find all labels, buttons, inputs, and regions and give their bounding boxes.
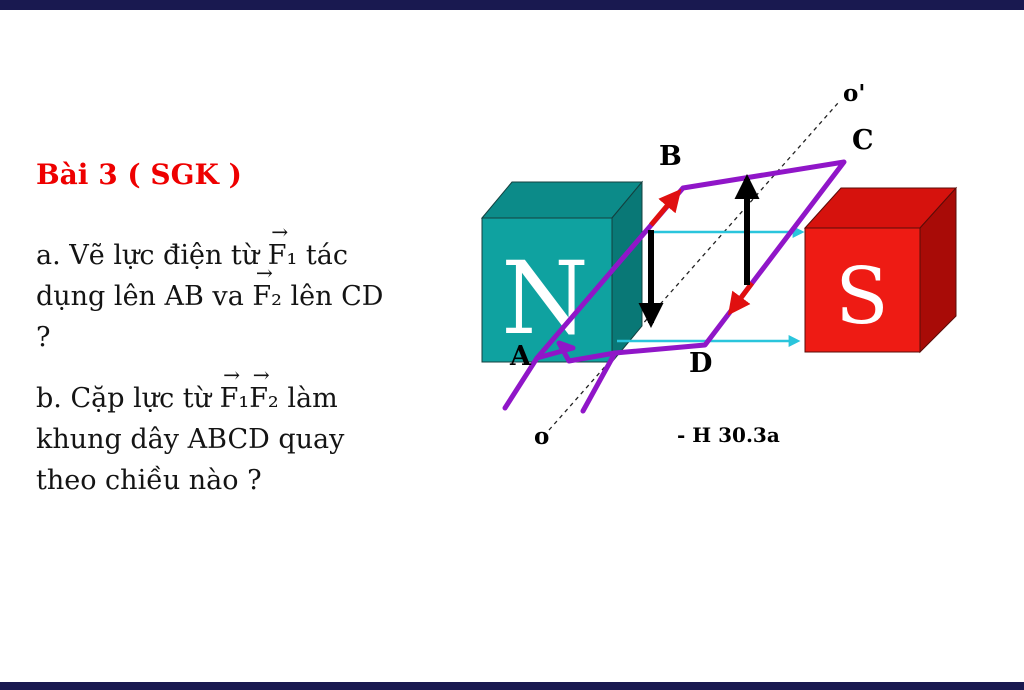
current-arrows (649, 188, 755, 316)
vector-f2-symbol: F₂ (252, 281, 282, 313)
vector-f2: →F₂ (252, 262, 282, 317)
question-b-text-1: b. Cặp lực từ (36, 383, 220, 415)
force-arrows (638, 173, 760, 329)
rotation-axis-line (548, 102, 839, 431)
problem-text: Bài 3 ( SGK ) a. Vẽ lực điện từ →F₁ tác … (36, 158, 384, 521)
corner-label-b: B (659, 141, 682, 172)
corner-label-d: D (689, 348, 712, 379)
vector-arrow-icon: → (252, 362, 270, 387)
vector-f2-symbol: F₂ (249, 383, 279, 415)
diagram-labels: B C A D o o' - H 30.3a (509, 80, 874, 450)
magnet-south-front-face (804, 227, 921, 353)
vector-f1: →F₁ (219, 364, 250, 419)
vector-arrow-icon: → (223, 362, 241, 387)
top-bar (0, 0, 1024, 10)
corner-label-c: C (852, 125, 874, 156)
current-arrow-ab (649, 188, 682, 227)
north-pole-label: N (501, 240, 589, 357)
vector-f1-symbol: F₁ (267, 240, 298, 271)
question-a: a. Vẽ lực điện từ →F₁ tác dụng lên AB va… (36, 221, 384, 358)
vector-arrow-icon: → (271, 219, 289, 244)
vector-f2: →F₂ (249, 364, 279, 419)
vector-f1-symbol: F₁ (219, 383, 250, 415)
axis-label-o-prime: o' (843, 80, 865, 107)
question-b: b. Cặp lực từ →F₁→F₂ làm khung dây ABCD … (36, 364, 384, 501)
bottom-bar (0, 682, 1024, 690)
question-a-text-3: lên CD ? (36, 281, 384, 354)
wire-loop-jog (534, 340, 618, 364)
wire-loop (502, 159, 847, 414)
problem-title: Bài 3 ( SGK ) (36, 158, 242, 191)
question-a-text-1: a. Vẽ lực điện từ (36, 240, 268, 271)
south-pole-label: S (835, 252, 888, 342)
vector-f1: →F₁ (267, 221, 298, 276)
magnet-south: S (803, 186, 958, 354)
current-arrow-cd (727, 281, 755, 316)
question-b-text-2: làm khung dây ABCD quay theo chiều nào ? (36, 383, 345, 497)
magnet-north-front-face (481, 217, 613, 363)
question-a-text-2: tác dụng lên AB va (36, 240, 348, 313)
vector-arrow-icon: → (255, 260, 273, 285)
magnet-north: N (480, 180, 644, 364)
axis-label-o: o (534, 423, 549, 450)
figure-caption: - H 30.3a (677, 423, 780, 447)
corner-label-a: A (509, 341, 532, 372)
physics-diagram: N S B C (480, 80, 958, 450)
